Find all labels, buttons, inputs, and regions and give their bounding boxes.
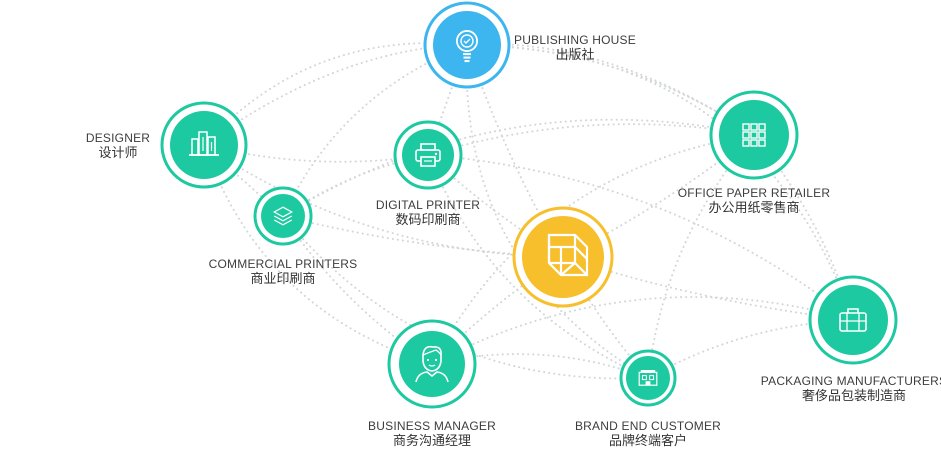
- node-digital-printer: [393, 120, 463, 190]
- node-fill-digital-printer: [402, 129, 454, 181]
- label-en: OFFICE PAPER RETAILER: [677, 186, 831, 200]
- printer-icon: [415, 143, 441, 167]
- link-commercial-printers-brand-end-customer: [282, 215, 649, 380]
- diagram-nodes: [160, 1, 898, 409]
- label-en: DIGITAL PRINTER: [375, 198, 481, 212]
- label-zh: 商务沟通经理: [392, 434, 471, 449]
- node-fill-business-manager: [399, 331, 465, 397]
- label-en: BUSINESS MANAGER: [368, 419, 496, 433]
- node-packaging-manufacturers: [808, 275, 898, 365]
- grid-icon: [742, 123, 766, 147]
- link-office-paper-retailer-business-manager: [431, 134, 755, 365]
- link-publishing-house-commercial-printers: [282, 44, 468, 217]
- label-en: PACKAGING MANUFACTURERS: [760, 374, 941, 388]
- link-business-manager-packaging-manufacturers: [431, 296, 854, 365]
- link-publishing-house-packaging-manufacturers: [466, 44, 854, 321]
- node-fill-brand-end-customer: [626, 356, 670, 400]
- label-zh: 数码印刷商: [395, 213, 461, 228]
- building-icon: [189, 131, 219, 156]
- label-zh: 设计师: [98, 146, 138, 161]
- label-en: COMMERCIAL PRINTERS: [208, 257, 358, 271]
- label-en: DESIGNER: [85, 131, 151, 145]
- node-brand-end-customer: [619, 349, 677, 407]
- node-office-paper-retailer: [709, 90, 799, 180]
- node-business-manager: [387, 319, 477, 409]
- layers-icon: [272, 206, 294, 226]
- label-zh: 奢侈品包装制造商: [801, 389, 906, 404]
- link-designer-business-manager: [203, 144, 433, 365]
- label-zh: 出版社: [555, 48, 595, 63]
- node-commercial-printers: [253, 186, 313, 246]
- node-fill-packaging-manufacturers: [818, 285, 888, 355]
- node-designer: [160, 101, 248, 189]
- node-fill-commercial-printers: [261, 194, 305, 238]
- lightbulb-icon: [456, 30, 478, 63]
- node-fill-publishing-house: [433, 11, 501, 79]
- link-designer-center-hub: [203, 144, 564, 258]
- link-commercial-printers-office-paper-retailer: [282, 118, 755, 217]
- link-commercial-printers-center-hub: [282, 215, 564, 258]
- link-digital-printer-packaging-manufacturers: [427, 154, 854, 321]
- node-publishing-house: [423, 1, 511, 89]
- label-en: BRAND END CUSTOMER: [574, 419, 722, 433]
- cube-logo-icon: [547, 233, 589, 277]
- label-zh: 商业印刷商: [250, 272, 316, 287]
- link-center-hub-packaging-manufacturers: [562, 256, 854, 321]
- link-digital-printer-office-paper-retailer: [427, 123, 755, 156]
- node-center-hub: [512, 206, 614, 308]
- node-fill-center-hub: [522, 216, 604, 298]
- label-zh: 办公用纸零售商: [708, 201, 800, 216]
- node-fill-office-paper-retailer: [719, 100, 789, 170]
- node-fill-designer: [170, 111, 238, 179]
- store-icon: [638, 370, 658, 386]
- label-en: PUBLISHING HOUSE: [514, 33, 636, 47]
- person-icon: [415, 345, 449, 383]
- briefcase-icon: [839, 308, 867, 332]
- label-zh: 品牌终端客户: [608, 434, 687, 449]
